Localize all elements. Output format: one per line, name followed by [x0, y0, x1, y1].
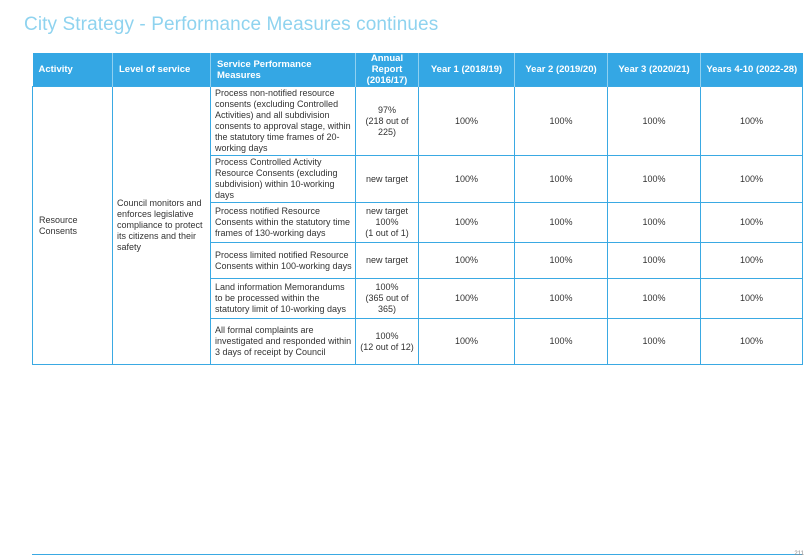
year-1-cell: 100%	[418, 202, 515, 243]
table-row: All formal complaints are investigated a…	[33, 318, 803, 365]
measure-cell: All formal complaints are investigated a…	[210, 318, 356, 365]
years-4-10-cell: 100%	[700, 318, 803, 365]
years-4-10-cell: 100%	[700, 202, 803, 243]
measure-cell: Process notified Resource Consents withi…	[210, 202, 356, 243]
annual-report-cell: 97%(218 out of 225)	[355, 86, 419, 156]
year-3-cell: 100%	[607, 86, 701, 156]
year-1-cell: 100%	[418, 155, 515, 203]
year-1-cell: 100%	[418, 86, 515, 156]
header-level-of-service: Level of service	[112, 53, 211, 87]
table-row: Process notified Resource Consents withi…	[33, 202, 803, 243]
header-year-1: Year 1 (2018/19)	[418, 53, 515, 87]
level-of-service-cell: Council monitors and enforces legislativ…	[112, 86, 211, 365]
measure-cell: Process non-notified resource consents (…	[210, 86, 356, 156]
table-row: Resource Consents Council monitors and e…	[32, 86, 803, 365]
year-3-cell: 100%	[607, 202, 701, 243]
page-number: 211	[794, 551, 804, 557]
year-1-cell: 100%	[418, 242, 515, 279]
measure-cell: Land information Memorandums to be proce…	[210, 278, 356, 319]
annual-report-cell: 100%(12 out of 12)	[355, 318, 419, 365]
header-activity: Activity	[32, 53, 113, 87]
year-2-cell: 100%	[514, 318, 608, 365]
page-title: City Strategy - Performance Measures con…	[24, 14, 439, 35]
annual-report-cell: new target	[355, 155, 419, 203]
header-service-performance-measures: Service Performance Measures	[210, 53, 356, 87]
annual-report-cell: new target	[355, 242, 419, 279]
year-2-cell: 100%	[514, 202, 608, 243]
year-2-cell: 100%	[514, 86, 608, 156]
years-4-10-cell: 100%	[700, 86, 803, 156]
measure-cell: Process limited notified Resource Consen…	[210, 242, 356, 279]
years-4-10-cell: 100%	[700, 242, 803, 279]
year-3-cell: 100%	[607, 318, 701, 365]
years-4-10-cell: 100%	[700, 155, 803, 203]
year-2-cell: 100%	[514, 242, 608, 279]
header-annual-report: Annual Report (2016/17)	[355, 53, 419, 87]
year-1-cell: 100%	[418, 318, 515, 365]
footer-rule	[32, 554, 802, 555]
table-row: Process Controlled Activity Resource Con…	[33, 155, 803, 203]
header-years-4-10: Years 4-10 (2022-28)	[700, 53, 803, 87]
year-1-cell: 100%	[418, 278, 515, 319]
table-header-row: Activity Level of service Service Perfor…	[32, 53, 803, 87]
year-3-cell: 100%	[607, 278, 701, 319]
year-2-cell: 100%	[514, 155, 608, 203]
year-3-cell: 100%	[607, 155, 701, 203]
year-3-cell: 100%	[607, 242, 701, 279]
header-year-2: Year 2 (2019/20)	[514, 53, 608, 87]
years-4-10-cell: 100%	[700, 278, 803, 319]
header-year-3: Year 3 (2020/21)	[607, 53, 701, 87]
activity-cell: Resource Consents	[32, 86, 113, 365]
year-2-cell: 100%	[514, 278, 608, 319]
measure-cell: Process Controlled Activity Resource Con…	[210, 155, 356, 203]
performance-measures-table: Activity Level of service Service Perfor…	[32, 53, 803, 365]
table-row: Process limited notified Resource Consen…	[33, 242, 803, 279]
annual-report-cell: 100%(365 out of 365)	[355, 278, 419, 319]
